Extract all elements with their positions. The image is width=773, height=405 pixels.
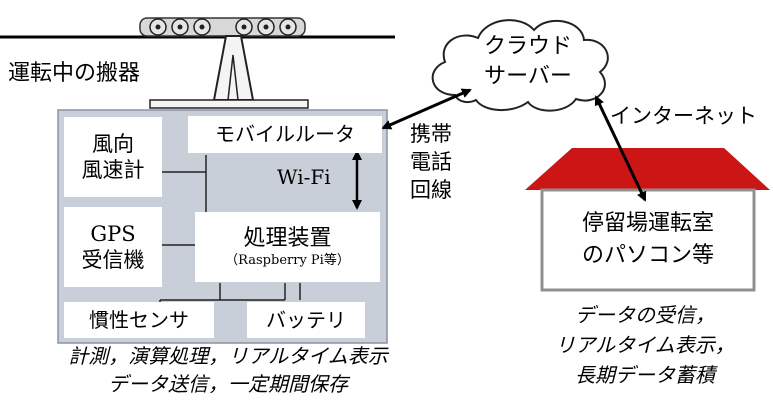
wind-sensor-box: 風向 風速計 xyxy=(64,117,162,197)
mobile-link-arrow xyxy=(381,88,472,130)
sheave-train xyxy=(139,17,306,37)
imu-box: 慣性センサ xyxy=(64,302,214,338)
carrier-hanger xyxy=(149,35,309,109)
cloud-shape xyxy=(431,19,609,112)
cloud-line2: サーバー xyxy=(484,64,572,89)
gps-receiver-line1: GPS xyxy=(90,221,136,246)
station-building xyxy=(540,188,756,292)
internet-link-arrow xyxy=(594,95,647,202)
wind-sensor-line1: 風向 xyxy=(92,131,134,156)
mobile-router-box: モバイルルータ xyxy=(188,116,382,153)
mobile-link-line2: 電話 xyxy=(410,150,452,174)
station-caption-line3: 長期データ蓄積 xyxy=(575,363,715,387)
battery-box: バッテリ xyxy=(247,302,365,338)
mobile-link-line1: 携帯 xyxy=(410,122,452,146)
mobile-link-line3: 回線 xyxy=(410,178,452,202)
station-caption-line2: リアルタイム表示， xyxy=(555,333,735,357)
left-caption-line1: 計測，演算処理，リアルタイム表示 xyxy=(68,344,388,368)
processor-sublabel: （Raspberry Pi等） xyxy=(225,252,350,268)
station-roof xyxy=(525,148,770,190)
imu-label: 慣性センサ xyxy=(89,307,189,332)
mobile-link-label: 携帯 電話 回線 xyxy=(410,120,452,204)
internet-label: インターネット xyxy=(610,104,757,128)
left-caption: 計測，演算処理，リアルタイム表示 データ送信，一定期間保存 xyxy=(8,342,448,398)
station-room-line1: 停留場運転室 xyxy=(581,211,714,236)
mobile-router-label: モバイルルータ xyxy=(215,122,355,146)
gps-receiver-box: GPS 受信機 xyxy=(64,207,162,287)
cloud-line1: クラウド xyxy=(483,34,572,59)
station-caption: データの受信， リアルタイム表示， 長期データ蓄積 xyxy=(525,300,765,390)
station-caption-line1: データの受信， xyxy=(575,303,715,327)
processor-label: 処理装置 xyxy=(243,226,332,252)
carrier-label: 運転中の搬器 xyxy=(8,61,141,86)
wind-sensor-line2: 風速計 xyxy=(81,158,145,182)
left-caption-line2: データ送信，一定期間保存 xyxy=(108,372,348,396)
gps-receiver-line2: 受信機 xyxy=(81,248,145,272)
processor-box: 処理装置 （Raspberry Pi等） xyxy=(195,212,380,282)
panel-wiring xyxy=(159,155,301,310)
station-room-box: 停留場運転室 のパソコン等 xyxy=(545,196,751,284)
station-room-line2: のパソコン等 xyxy=(581,243,714,268)
battery-label: バッテリ xyxy=(266,307,346,332)
cloud-server-label: クラウド サーバー xyxy=(464,32,592,92)
wifi-label: Wi-Fi xyxy=(277,165,331,189)
